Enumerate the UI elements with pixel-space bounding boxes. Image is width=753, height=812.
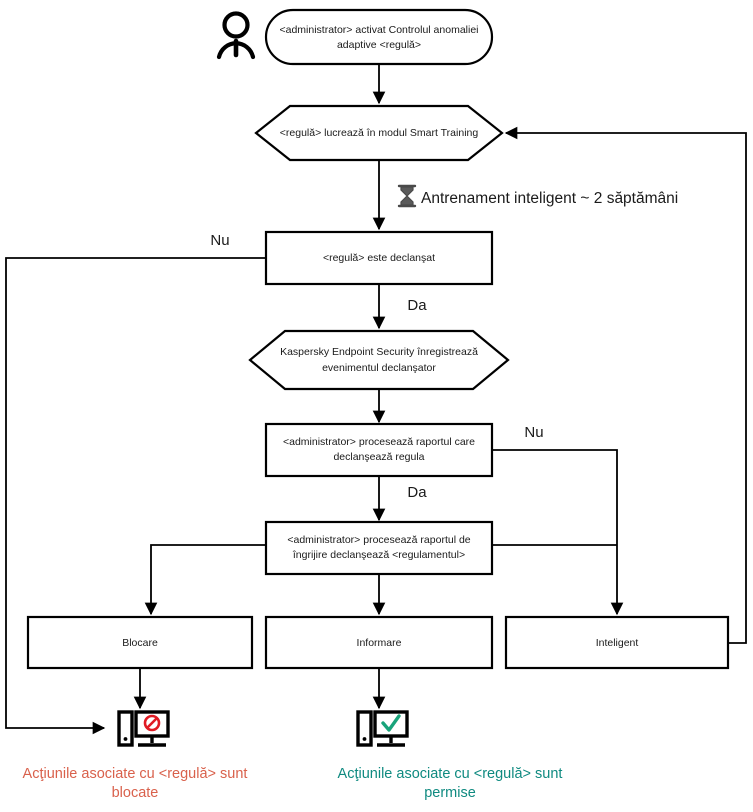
computer-allowed-icon (356, 710, 409, 747)
node-admin-processes-care-report-line2: îngrijire declanşează <regulamentul> (292, 549, 465, 561)
note-training-duration: Antrenament inteligent ~ 2 săptămâni (421, 190, 678, 207)
node-block-label: Blocare (122, 637, 158, 649)
node-smart-training (254, 104, 504, 162)
node-smart-training-label: <regulă> lucrează în modul Smart Trainin… (280, 127, 479, 139)
node-kes-registers-line1: Kaspersky Endpoint Security înregistreaz… (280, 346, 478, 358)
edge-smart-loop-back (504, 126, 747, 644)
node-admin-processes-report-line1: <administrator> procesează raportul care (283, 436, 475, 448)
edge-care-report-to-block (144, 544, 266, 616)
node-smart-label: Inteligent (596, 637, 639, 649)
caption-blocked-line1: Acţiunile asociate cu <regulă> sunt (23, 766, 248, 782)
node-inform-label: Informare (357, 637, 402, 649)
node-admin-processes-care-report-line1: <administrator> procesează raportul de (287, 534, 470, 546)
node-kes-registers-line2: evenimentul declanşator (322, 362, 436, 374)
node-inform (264, 615, 494, 670)
node-start-line1: <administrator> activat Controlul anomal… (279, 24, 478, 36)
edge-label-rule-triggered-no: Nu (210, 232, 229, 249)
edge-rule-triggered-no (5, 257, 266, 735)
node-rule-triggered-label: <regulă> este declanşat (323, 252, 435, 264)
caption-allowed-line1: Acţiunile asociate cu <regulă> sunt (338, 766, 563, 782)
node-block (26, 615, 254, 670)
computer-blocked-icon (117, 710, 170, 747)
edge-admin-report-no (492, 449, 624, 616)
edge-label-admin-report-yes: Da (407, 484, 427, 501)
node-start-line2: adaptive <regulă> (337, 39, 421, 51)
node-rule-triggered (264, 230, 494, 286)
node-admin-processes-report-line2: declanşează regula (333, 451, 424, 463)
hourglass-icon (397, 184, 417, 208)
caption-blocked-line2: blocate (112, 785, 159, 801)
node-start (264, 8, 494, 66)
person-icon (216, 11, 256, 60)
edge-label-rule-triggered-yes: Da (407, 297, 427, 314)
caption-allowed-line2: permise (424, 785, 476, 801)
edge-label-admin-report-no: Nu (524, 424, 543, 441)
node-smart (504, 615, 730, 670)
node-kes-registers (248, 329, 510, 391)
node-admin-processes-report (264, 422, 494, 478)
